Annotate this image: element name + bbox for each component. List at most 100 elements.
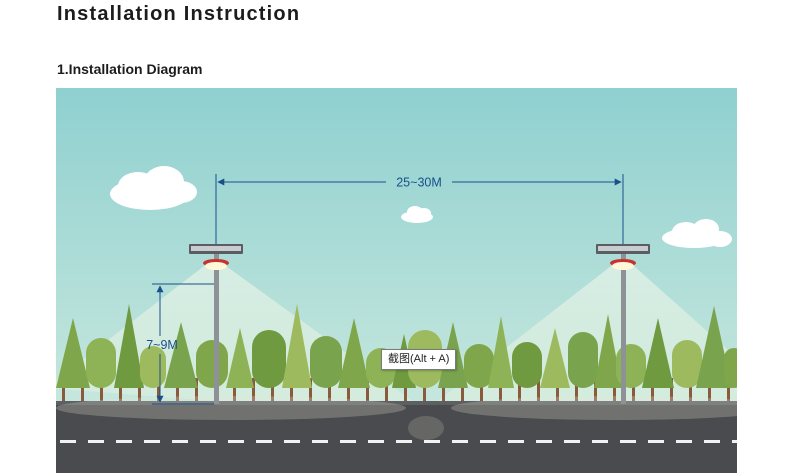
lane-dash: [200, 440, 216, 443]
ground-light-left: [56, 396, 406, 420]
tree: [512, 342, 542, 388]
tree: [540, 328, 570, 388]
tree-trunk: [404, 378, 407, 404]
tree: [594, 314, 622, 388]
height-label: 7~9M: [146, 338, 178, 352]
lane-dash: [480, 440, 496, 443]
lane-dash: [284, 440, 300, 443]
tree-trunk: [252, 378, 255, 404]
lane-dash: [536, 440, 552, 443]
installation-diagram: 25~30M 7~9M: [56, 88, 737, 473]
tree-trunk: [195, 378, 198, 404]
tree-trunk: [556, 378, 559, 404]
tree-trunk: [480, 378, 483, 404]
screenshot-tooltip: 截图(Alt + A): [381, 349, 457, 370]
lane-dash: [116, 440, 132, 443]
tree-trunk: [594, 378, 597, 404]
page-title: Installation Instruction: [57, 3, 301, 25]
tree-trunk: [366, 378, 369, 404]
tree-trunk: [138, 378, 141, 404]
tree-trunk: [499, 378, 502, 404]
lane-dash: [508, 440, 524, 443]
lane-markings: [60, 440, 737, 443]
tree: [282, 304, 312, 388]
cloud-right: [662, 219, 732, 248]
tree: [86, 338, 116, 388]
section-title: 1.Installation Diagram: [57, 61, 203, 77]
lane-dash: [564, 440, 580, 443]
lane-dash: [340, 440, 356, 443]
tree: [114, 304, 144, 388]
lane-dash: [396, 440, 412, 443]
tree-trunk: [62, 378, 65, 404]
tree: [724, 348, 737, 388]
lane-dash: [424, 440, 440, 443]
tree-trunk: [708, 378, 711, 404]
tree-trunk: [689, 378, 692, 404]
lane-dash: [60, 440, 76, 443]
cloud-small: [401, 206, 433, 223]
lane-dash: [368, 440, 384, 443]
lane-dash: [228, 440, 244, 443]
tree-trunk: [651, 378, 654, 404]
tree-trunk: [157, 378, 160, 404]
tree: [464, 344, 494, 388]
tree-trunk: [670, 378, 673, 404]
spacing-dimension: 25~30M: [215, 174, 624, 244]
tree-trunk: [328, 378, 331, 404]
lane-dash: [592, 440, 608, 443]
tree: [338, 318, 370, 388]
tree: [196, 340, 228, 388]
tree: [310, 336, 342, 388]
tree: [226, 328, 254, 388]
tree-trunk: [518, 378, 521, 404]
tree: [252, 330, 286, 388]
tree-trunk: [575, 378, 578, 404]
tree-trunk: [309, 378, 312, 404]
height-dimension: 7~9M: [146, 283, 214, 405]
lane-dash: [144, 440, 160, 443]
tree: [164, 322, 198, 388]
road: [56, 403, 737, 473]
lane-dash: [704, 440, 720, 443]
road-reflection: [408, 416, 444, 440]
lane-dash: [620, 440, 636, 443]
tree-trunk: [271, 378, 274, 404]
tree: [568, 332, 598, 388]
tree: [616, 344, 646, 388]
tree-trunk: [290, 378, 293, 404]
lane-dash: [648, 440, 664, 443]
tree-trunk: [119, 378, 122, 404]
lane-dash: [88, 440, 104, 443]
curb: [56, 401, 737, 405]
tree-trunk: [385, 378, 388, 404]
tree: [696, 306, 732, 388]
lane-dash: [312, 440, 328, 443]
cloud-left: [110, 166, 197, 210]
tree: [488, 316, 514, 388]
tree-trunk: [81, 378, 84, 404]
tree-trunk: [347, 378, 350, 404]
lane-dash: [676, 440, 692, 443]
lane-dash: [452, 440, 468, 443]
tree-trunk: [442, 378, 445, 404]
tree: [672, 340, 702, 388]
tree-trunk: [537, 378, 540, 404]
lane-dash: [172, 440, 188, 443]
tree-trunk: [233, 378, 236, 404]
lane-dash: [732, 440, 737, 443]
tree-trunk: [613, 378, 616, 404]
tree: [56, 318, 90, 388]
street-light-right: [596, 244, 650, 404]
ground-light-right: [451, 396, 737, 420]
tree-trunk: [423, 378, 426, 404]
street-light-left: [189, 244, 243, 404]
spacing-label: 25~30M: [396, 176, 442, 190]
tree: [642, 318, 674, 388]
tree-trunk: [461, 378, 464, 404]
tree-trunk: [176, 378, 179, 404]
tree-trunk: [100, 378, 103, 404]
lane-dash: [256, 440, 272, 443]
tree-trunk: [727, 378, 730, 404]
tree: [140, 346, 166, 388]
